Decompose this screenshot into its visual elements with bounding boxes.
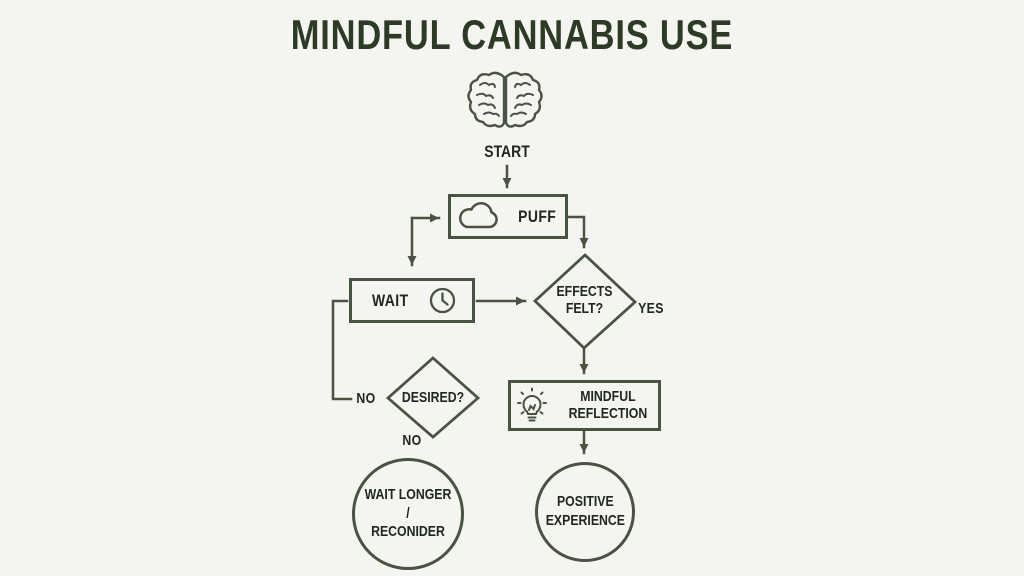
- page-title: MINDFUL CANNABIS USE: [290, 11, 734, 58]
- edge-wait-to-desired: [331, 299, 353, 401]
- mindful-reflection-label: MINDFUL REFLECTION: [568, 387, 647, 422]
- effects-felt-diamond: [532, 253, 638, 350]
- lightbulb-icon: [516, 387, 547, 421]
- wait-longer-label: WAIT LONGER / RECONIDER: [364, 485, 452, 541]
- wait-label: WAIT: [372, 290, 409, 310]
- puff-node: PUFF: [448, 194, 568, 239]
- puff-label: PUFF: [517, 206, 557, 226]
- no-bottom-label: NO: [402, 431, 422, 449]
- positive-experience-node: POSITIVE EXPERIENCE: [535, 462, 635, 562]
- effects-felt-label: EFFECTS FELT?: [556, 283, 613, 317]
- brain-icon: [467, 71, 543, 128]
- wait-longer-node: WAIT LONGER / RECONIDER: [352, 458, 464, 570]
- cloud-icon: [458, 201, 498, 228]
- yes-label: YES: [638, 299, 664, 317]
- edge-puff-to-effects: [566, 215, 589, 249]
- start-label: START: [484, 141, 530, 161]
- mindful-reflection-node: MINDFUL REFLECTION: [508, 380, 661, 431]
- desired-diamond: [385, 356, 481, 439]
- wait-node: WAIT: [349, 278, 475, 323]
- clock-icon: [429, 287, 455, 314]
- positive-experience-label: POSITIVE EXPERIENCE: [545, 493, 625, 529]
- desired-label: DESIRED?: [401, 388, 465, 406]
- no-left-label: NO: [356, 389, 376, 407]
